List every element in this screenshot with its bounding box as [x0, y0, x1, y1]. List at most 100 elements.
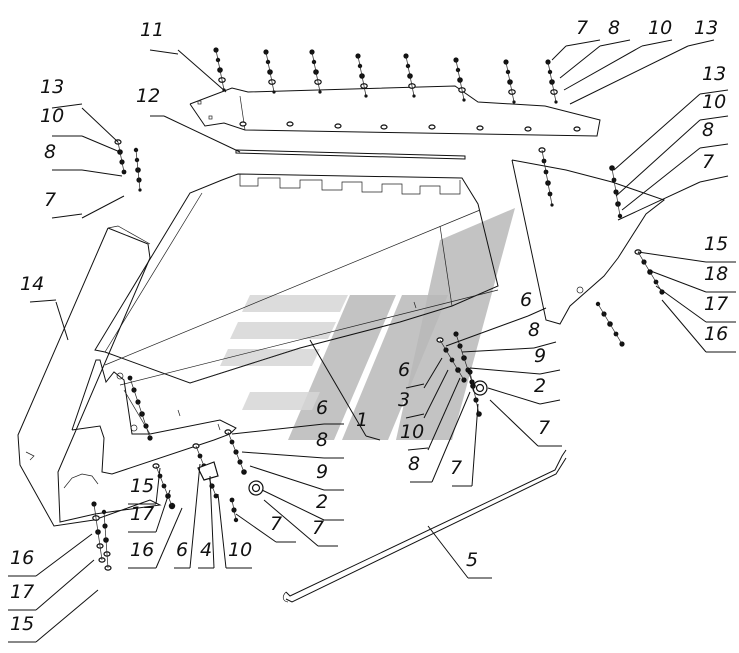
- callout-label-c7c: 7: [702, 151, 714, 173]
- callout-label-c6b: 6: [398, 359, 410, 381]
- leader-line: [655, 285, 707, 323]
- watermark-logo: [220, 208, 515, 440]
- callout-underline: [405, 413, 425, 419]
- leader-line: [489, 399, 539, 447]
- callout-underline: [699, 175, 729, 183]
- leader-line: [423, 357, 443, 389]
- leader-line: [81, 169, 123, 177]
- callout-label-c8f: 8: [316, 429, 328, 451]
- bolt-stack: [224, 429, 247, 475]
- leader-line: [241, 451, 325, 459]
- bolt-head: [334, 123, 342, 129]
- callout-underline: [699, 115, 729, 121]
- callout-label-c7e: 7: [450, 457, 462, 479]
- bolt-stack: [309, 49, 322, 94]
- watermark-bar: [396, 208, 515, 440]
- callout-label-c17b: 17: [130, 503, 154, 525]
- bolt-stack: [355, 53, 368, 98]
- callout-label-c9a: 9: [534, 345, 546, 367]
- bolt-stack: [634, 249, 665, 295]
- leader-line: [155, 507, 183, 569]
- bolt-head: [476, 125, 484, 131]
- callout-label-c7g: 7: [270, 513, 282, 535]
- leader-line: [427, 377, 461, 451]
- callout-underline: [699, 143, 729, 149]
- callout-label-c10b: 10: [648, 17, 672, 39]
- leader-line: [471, 403, 479, 487]
- callout-label-c5: 5: [466, 549, 478, 571]
- callout-underline: [51, 213, 83, 219]
- callout-underline: [405, 383, 425, 389]
- leader-line: [613, 93, 701, 171]
- leader-line: [469, 367, 541, 375]
- leader-line: [235, 513, 277, 543]
- callout-label-c6a: 6: [520, 289, 532, 311]
- leader-line: [177, 49, 227, 93]
- leader-line: [617, 181, 701, 221]
- watermark-bar: [230, 322, 336, 339]
- watermark-bar: [288, 295, 396, 440]
- callout-label-c13b: 13: [694, 17, 718, 39]
- bolt-head: [286, 121, 294, 127]
- leader-line: [569, 45, 689, 105]
- callout-label-c15b: 15: [130, 475, 154, 497]
- leader-line: [661, 299, 707, 353]
- part-14-left-panel: [17, 225, 162, 527]
- watermark-bar: [242, 392, 320, 410]
- part-5-rod: [282, 449, 567, 603]
- bolt-stack: [114, 139, 127, 175]
- part-11-top-plate: [189, 85, 601, 137]
- leader-line: [35, 533, 93, 577]
- bolt-stack: [453, 57, 466, 102]
- watermark-bar: [242, 295, 348, 312]
- leader-line: [423, 369, 449, 419]
- callout-label-c17c: 17: [10, 581, 34, 603]
- callout-label-c7f: 7: [312, 517, 324, 539]
- bolt-stack: [609, 165, 623, 219]
- callout-underline: [527, 307, 547, 317]
- leader-line: [35, 559, 95, 611]
- callout-underline: [687, 39, 715, 47]
- bolt-stack: [538, 147, 554, 207]
- callout-underline: [539, 399, 561, 405]
- leader-line: [461, 347, 535, 353]
- bolt-head: [380, 124, 388, 130]
- leader-line: [309, 339, 367, 437]
- bracket-4: [197, 461, 219, 481]
- bolt-stack: [263, 49, 276, 94]
- callout-label-c7a: 7: [44, 189, 56, 211]
- callout-label-c1: 1: [356, 409, 368, 431]
- part-12-strip: [235, 149, 466, 160]
- bolt-head: [524, 126, 532, 132]
- bolt-stack: [127, 375, 153, 441]
- bolt-stack: [133, 147, 142, 192]
- bolt-stack: [503, 59, 516, 104]
- callout-label-c9b: 9: [316, 461, 328, 483]
- bolt-head: [428, 124, 436, 130]
- bolt-stack: [91, 501, 106, 563]
- callout-label-c2a: 2: [534, 375, 546, 397]
- leader-line: [431, 391, 471, 483]
- lower-left-bracket: [71, 359, 237, 475]
- nut: [101, 509, 107, 515]
- leader-line: [427, 525, 469, 579]
- leader-line: [81, 195, 125, 219]
- leader-line: [155, 467, 161, 505]
- leader-line: [445, 315, 529, 347]
- leader-line: [163, 115, 241, 153]
- callout-underline: [29, 299, 57, 303]
- leader-line: [81, 107, 119, 143]
- leader-line: [559, 45, 601, 79]
- callout-label-c7d: 7: [538, 417, 550, 439]
- leader-line: [55, 301, 69, 341]
- callout-label-c10c: 10: [702, 91, 726, 113]
- callout-underline: [539, 369, 561, 375]
- callout-label-c8e: 8: [408, 453, 420, 475]
- right-side-plate: [511, 159, 666, 325]
- callout-label-c15c: 15: [10, 613, 34, 635]
- bolt-head: [573, 126, 581, 132]
- callout-label-c18: 18: [704, 263, 728, 285]
- bolt-stack: [403, 53, 416, 98]
- leader-line: [647, 269, 707, 293]
